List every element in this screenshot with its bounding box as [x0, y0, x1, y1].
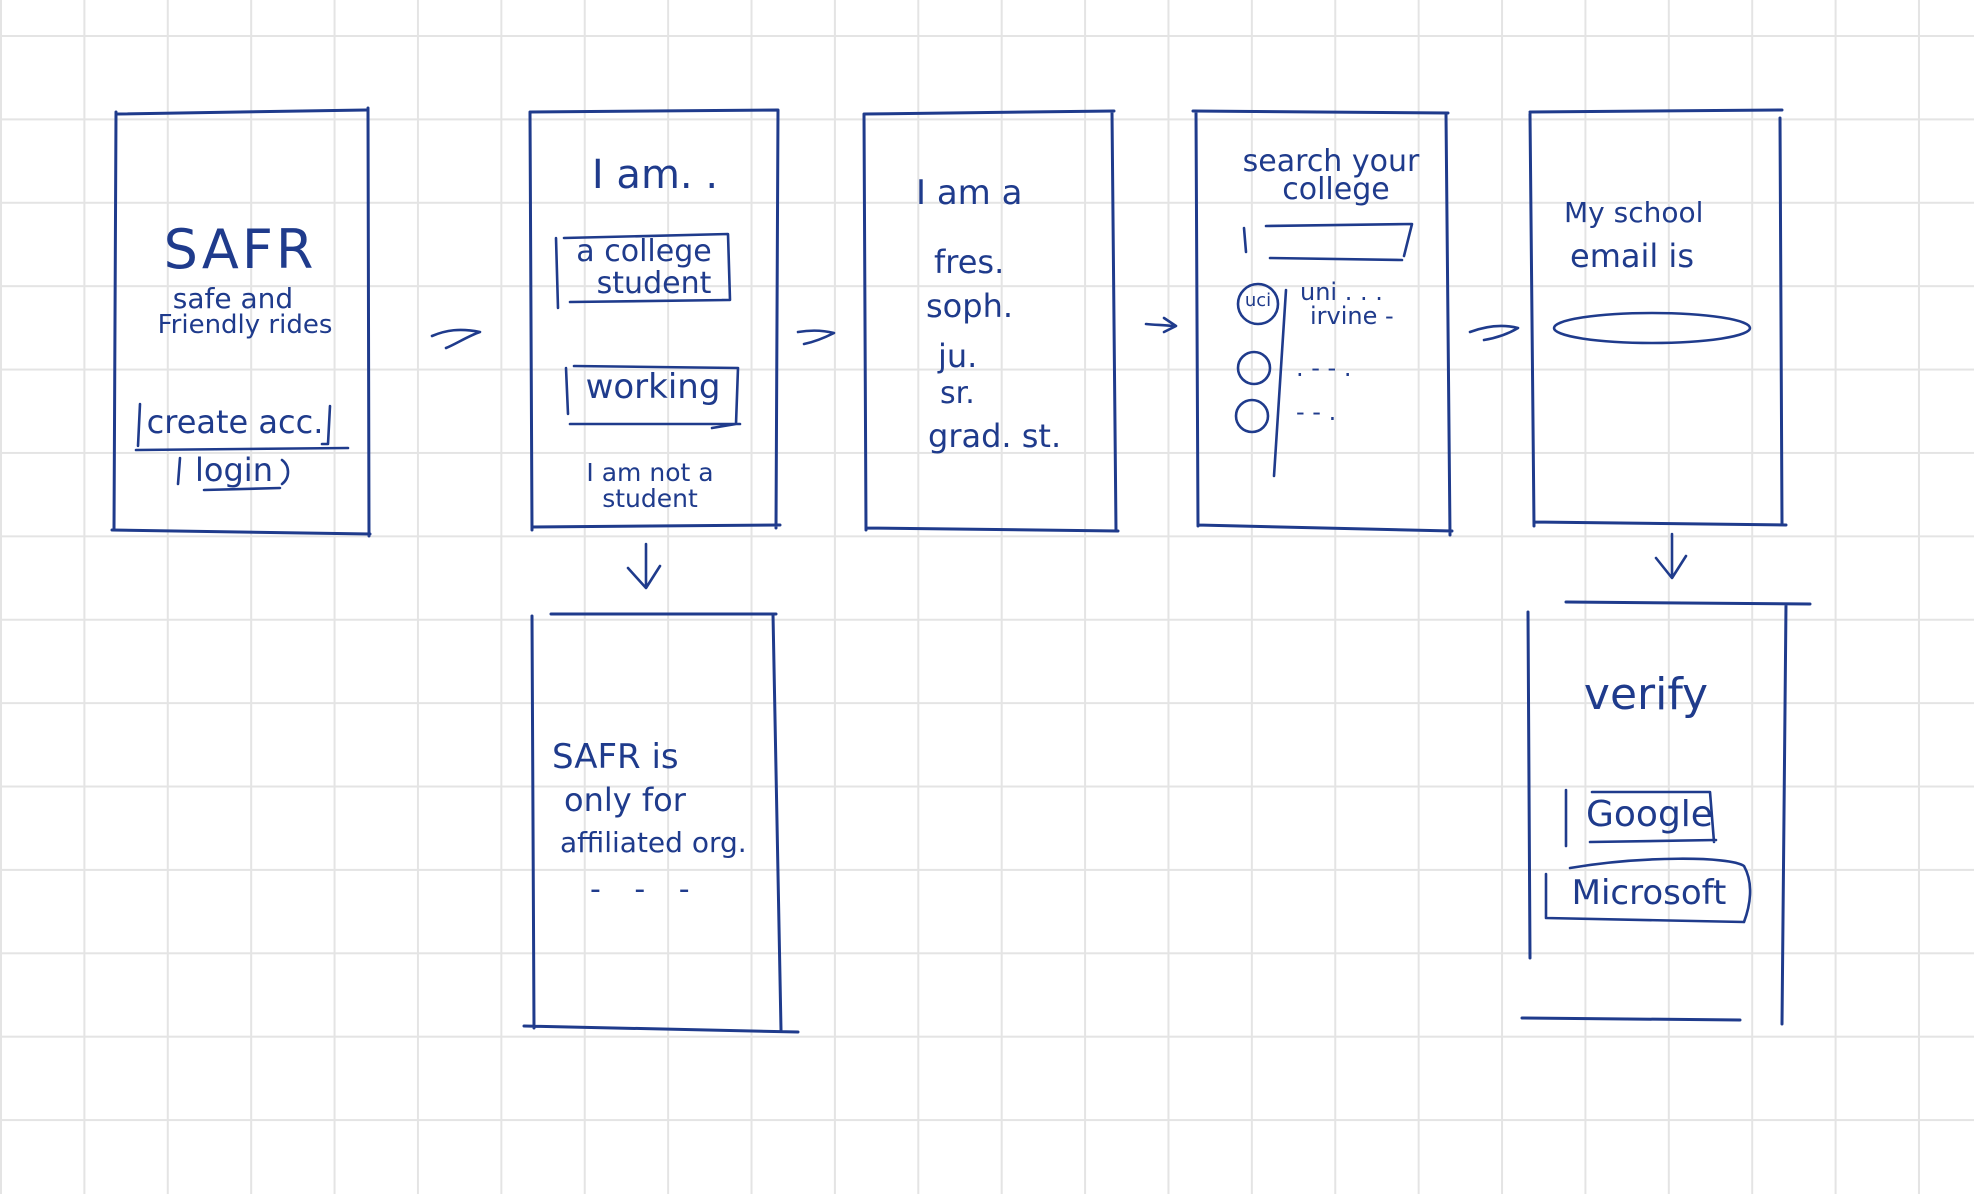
college-search-input-outline	[1242, 222, 1414, 262]
screen-college-frame	[1191, 109, 1454, 537]
college-student-button[interactable]: a college student	[560, 236, 728, 299]
not-affiliated-placeholder: - - -	[590, 872, 702, 907]
not-affiliated-line1: SAFR is	[552, 737, 679, 777]
screen-welcome-frame	[110, 106, 372, 538]
verify-title: verify	[1583, 669, 1709, 720]
microsoft-button-outline	[1544, 857, 1752, 924]
college-student-line1: a college	[576, 234, 712, 269]
result-uci-label-line2[interactable]: irvine -	[1310, 302, 1394, 330]
screen-verify-frame	[1520, 600, 1812, 1026]
year-option-soph[interactable]: soph.	[926, 287, 1014, 325]
role-title: I am. .	[591, 152, 719, 198]
year-option-sr[interactable]: sr.	[940, 376, 975, 411]
screen-not-affiliated-frame	[522, 612, 800, 1034]
year-option-fres[interactable]: fres.	[934, 243, 1005, 281]
year-option-ju[interactable]: ju.	[938, 337, 978, 375]
college-student-outline	[554, 232, 732, 310]
welcome-tagline-line2: Friendly rides	[157, 310, 333, 340]
arrow-year-to-college	[1144, 316, 1178, 334]
google-button-outline	[1564, 788, 1718, 848]
email-title-line1: My school	[1564, 196, 1704, 229]
college-title-line2: college	[1282, 172, 1390, 207]
arrow-role-to-not-affiliated	[626, 542, 662, 590]
year-title: I am a	[916, 173, 1023, 213]
college-student-line2: student	[596, 265, 712, 301]
result-badge-2	[1236, 350, 1272, 386]
not-affiliated-line2: only for	[564, 781, 686, 819]
screen-email-frame	[1528, 108, 1788, 528]
arrow-email-to-verify	[1654, 532, 1688, 580]
email-input-outline	[1552, 311, 1752, 345]
result-uci-label-line1[interactable]: uni . . .	[1300, 278, 1383, 306]
microsoft-button[interactable]: Microsoft	[1571, 873, 1727, 913]
google-button[interactable]: Google	[1586, 794, 1713, 835]
result-2-label[interactable]: . - - .	[1296, 354, 1352, 382]
welcome-logo: SAFR	[163, 218, 317, 281]
not-student-line1: I am not a	[586, 458, 714, 487]
working-button[interactable]: working	[585, 367, 721, 407]
result-badge-uci-label: uci	[1244, 290, 1272, 311]
create-account-outline	[134, 402, 350, 452]
arrow-role-to-year	[796, 329, 836, 346]
login-button[interactable]: login	[195, 451, 273, 489]
email-title-line2: email is	[1570, 237, 1694, 275]
welcome-tagline-line1: safe and	[172, 282, 294, 315]
arrow-welcome-to-role	[430, 328, 482, 350]
not-student-line2: student	[602, 484, 698, 514]
result-badge-3	[1234, 398, 1270, 434]
arrow-college-to-email	[1468, 324, 1520, 342]
result-badge-uci	[1236, 282, 1280, 326]
not-student-link[interactable]: I am not a student	[560, 458, 740, 514]
year-option-grad[interactable]: grad. st.	[928, 417, 1062, 455]
screen-year-frame	[862, 109, 1120, 533]
login-outline	[176, 456, 290, 492]
screen-role-frame	[528, 108, 782, 532]
college-title-line1: search your	[1242, 144, 1420, 179]
create-account-button[interactable]: create acc.	[146, 403, 324, 441]
not-affiliated-line3: affiliated org.	[560, 826, 747, 859]
result-3-label[interactable]: - - .	[1296, 398, 1337, 426]
results-divider	[1272, 288, 1288, 478]
working-outline	[564, 364, 742, 430]
